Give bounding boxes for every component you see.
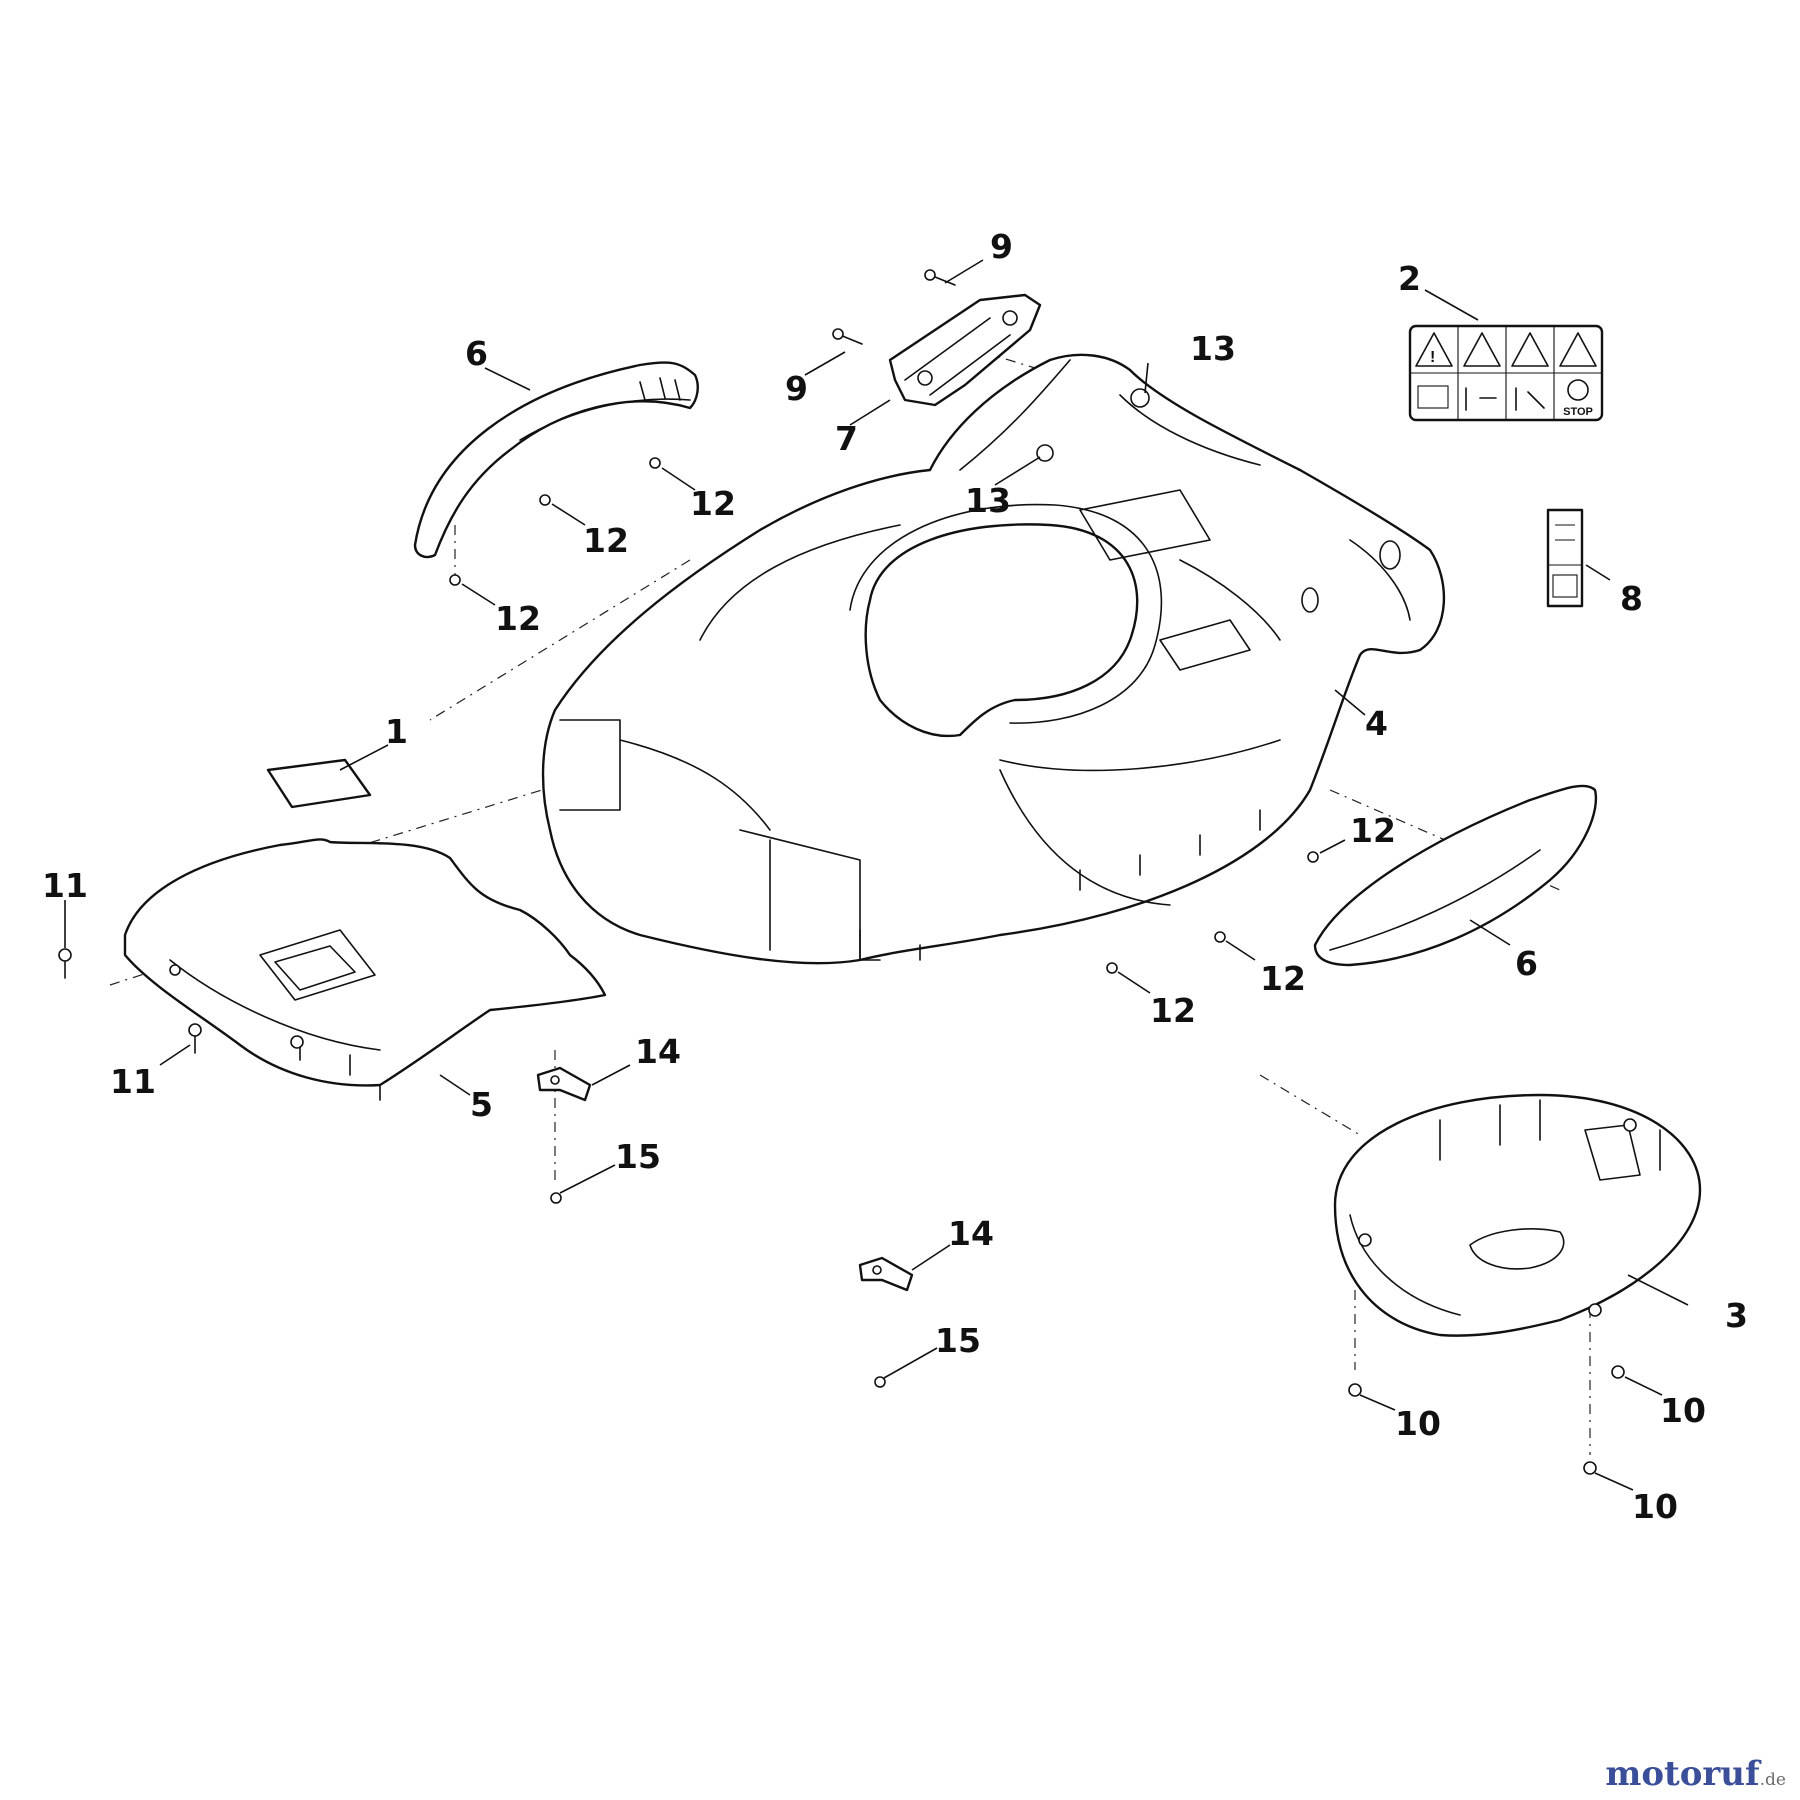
fasteners [58,269,1625,1475]
callout-5: 5 [470,1085,493,1124]
callout-1: 1 [385,712,408,751]
side-trim-upper [413,361,699,559]
callout-3: 3 [1725,1296,1748,1335]
stop-icon [1567,379,1589,401]
callout-10-left: 10 [1395,1404,1441,1443]
callout-15-upper: 15 [615,1137,661,1176]
blade-cover [1333,1093,1702,1337]
callout-6-lower: 6 [1515,944,1538,983]
callout-15-lower: 15 [935,1321,981,1360]
clip-upper [536,1066,592,1102]
callout-6-upper: 6 [465,334,488,373]
watermark-tld: .de [1759,1770,1786,1790]
handle-bracket [888,293,1042,407]
stop-text: STOP [1563,406,1593,418]
callout-12-c: 12 [495,599,541,638]
warning-label: ! STOP [1408,324,1604,422]
callout-11-upper: 11 [42,866,88,905]
callout-7: 7 [835,419,858,458]
callout-2: 2 [1398,259,1421,298]
deck-housing [541,353,1446,965]
callout-12-d: 12 [1350,811,1396,850]
callout-13-lower: 13 [965,481,1011,520]
callout-9-lower: 9 [785,369,808,408]
callout-9-upper: 9 [990,227,1013,266]
callout-11-lower: 11 [110,1062,156,1101]
small-label [1546,508,1584,608]
callout-14-lower: 14 [948,1214,994,1253]
side-trim-lower [1313,784,1598,967]
svg-text:!: ! [1430,349,1435,366]
callout-13-upper: 13 [1190,329,1236,368]
callout-12-e: 12 [1260,959,1306,998]
front-deflector [123,838,607,1101]
callout-10-right: 10 [1660,1391,1706,1430]
watermark-name: motoruf [1605,1754,1760,1794]
watermark: motoruf.de [1605,1754,1786,1794]
callout-10-bottom: 10 [1632,1487,1678,1526]
callout-12-f: 12 [1150,991,1196,1030]
callout-4: 4 [1365,704,1388,743]
clip-lower [858,1256,914,1292]
callout-12-b: 12 [583,521,629,560]
hazard-triangles: ! [1415,332,1597,367]
leader-lines [64,259,1689,1491]
callout-14-upper: 14 [635,1032,681,1071]
sticker-label [266,758,372,809]
callout-12-a: 12 [690,484,736,523]
callout-8: 8 [1620,579,1643,618]
callout-numbers: 1 2 3 4 5 6 6 7 8 9 9 10 10 10 11 11 12 … [42,227,1748,1526]
